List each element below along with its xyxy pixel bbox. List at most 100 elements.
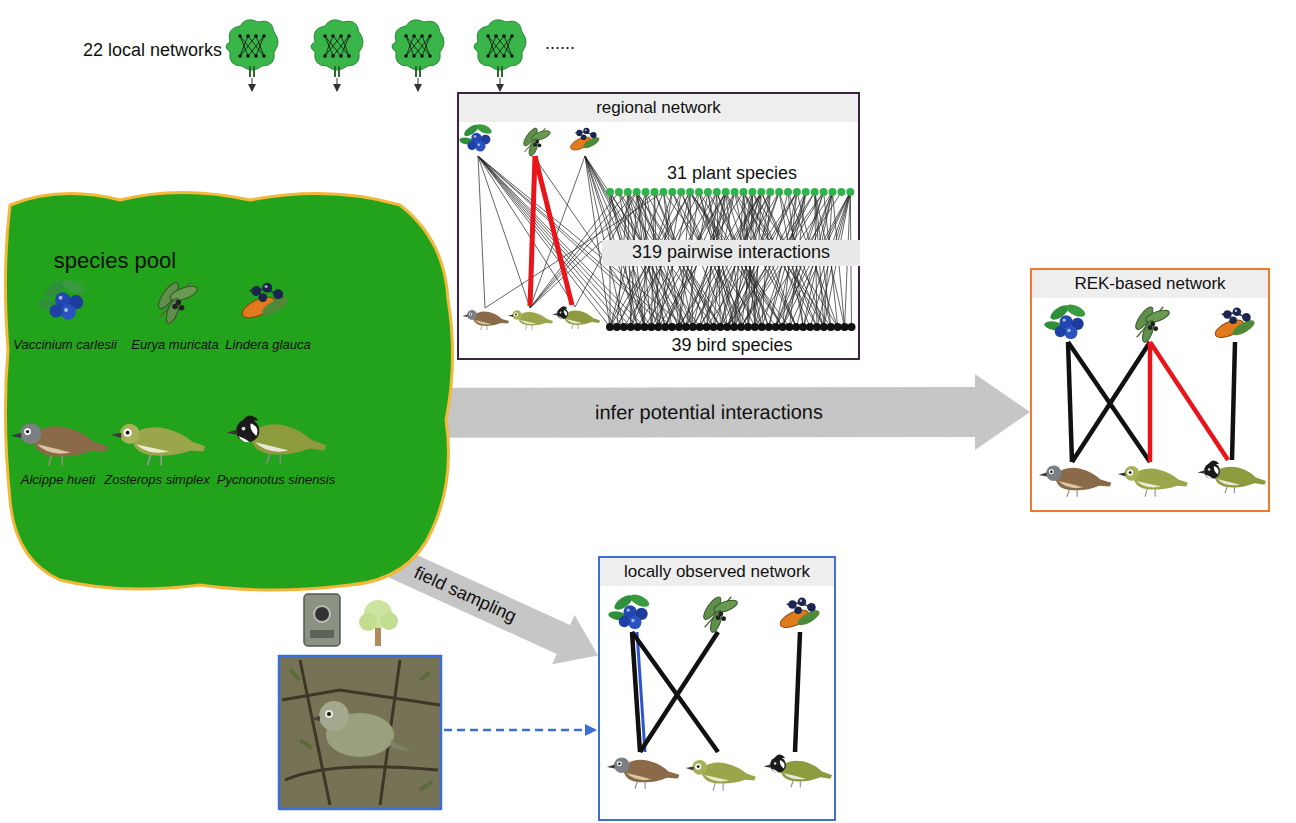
bird-dot: [647, 323, 655, 331]
plant-dot: [829, 188, 837, 196]
local-network-drawing: [607, 592, 832, 791]
bird-dot: [668, 323, 676, 331]
plant-dot: [713, 188, 721, 196]
bird-dot: [751, 323, 759, 331]
plant-dot: [633, 188, 641, 196]
bird-dot: [785, 323, 793, 331]
bird-dot: [703, 323, 711, 331]
feed-arrow: [337, 78, 338, 91]
box-text: 31 plant species: [667, 163, 797, 185]
bird-dot: [848, 323, 856, 331]
bird-dot: [654, 323, 662, 331]
species-name: Alcippe hueti: [21, 472, 95, 488]
regional-icons: [459, 122, 601, 330]
plant-dot: [642, 188, 650, 196]
lindera-icon: [1213, 307, 1257, 341]
bird-dot: [744, 323, 752, 331]
species-name: Lindera glauca: [225, 337, 310, 353]
highlight-links: [530, 156, 572, 306]
plant-dot: [615, 188, 623, 196]
feed-arrow: [418, 78, 419, 91]
highlight-link: [530, 156, 535, 306]
plant-dot: [686, 188, 694, 196]
link: [632, 632, 718, 752]
bird-dot: [627, 323, 635, 331]
link: [795, 632, 800, 752]
camera-photo: [279, 656, 441, 809]
plant-dot: [748, 188, 756, 196]
annotation: 22 local networks: [83, 40, 222, 62]
tree-icon: [359, 600, 398, 646]
zosterops-icon: [111, 424, 206, 465]
vaccinium-icon: [37, 277, 87, 320]
species-name: Eurya muricata: [131, 337, 218, 353]
pycnonotus-icon: [1198, 460, 1266, 493]
bird-dot: [641, 323, 649, 331]
plant-dot: [757, 188, 765, 196]
plant-dot: [740, 188, 748, 196]
box-title: locally observed network: [600, 558, 834, 586]
vaccinium-icon: [608, 592, 651, 629]
zosterops-icon: [1118, 466, 1188, 497]
plant-dot: [731, 188, 739, 196]
plant-dot: [802, 188, 810, 196]
species-name: Vaccinium carlesii: [13, 337, 117, 353]
highlight-link: [1150, 342, 1228, 460]
plant-dot: [704, 188, 712, 196]
local-network-icon: [474, 20, 526, 77]
interaction-line: [478, 156, 485, 308]
bird-dot: [634, 323, 642, 331]
plant-dot: [784, 188, 792, 196]
interaction-line: [478, 156, 610, 327]
bird-dot: [737, 323, 745, 331]
species-name: Zosterops simplex: [104, 472, 209, 488]
bird-dot: [813, 323, 821, 331]
eurya-icon: [1133, 305, 1171, 344]
bird-dot: [779, 323, 787, 331]
grey-arrow: [443, 374, 1030, 450]
dashed-arrow: [444, 729, 596, 732]
bird-dot: [723, 323, 731, 331]
highlight-link: [535, 156, 572, 305]
plant-dot: [775, 188, 783, 196]
link: [1072, 342, 1150, 462]
link: [1068, 342, 1072, 462]
bird-dot: [758, 323, 766, 331]
plant-dot: [624, 188, 632, 196]
species-name: Pycnonotus sinensis: [217, 472, 336, 488]
bird-dot: [696, 323, 704, 331]
bird-dot: [689, 323, 697, 331]
plant-dot: [766, 188, 774, 196]
bird-dot: [620, 323, 628, 331]
plant-dot: [695, 188, 703, 196]
species-pool-shape: [0, 185, 458, 597]
lindera-icon: [569, 128, 601, 153]
bird-dot: [841, 323, 849, 331]
eurya-icon: [701, 595, 739, 634]
feed-arrow: [252, 78, 253, 91]
pycnonotus-icon: [227, 415, 327, 463]
bird-dot: [606, 323, 614, 331]
box-text: 319 pairwise interactions: [602, 240, 860, 266]
interaction-line: [530, 156, 585, 308]
box-text: 39 bird species: [671, 335, 792, 357]
plant-dot: [668, 188, 676, 196]
eurya-icon: [155, 280, 199, 325]
bird-dot: [661, 323, 669, 331]
plant-dot: [659, 188, 667, 196]
local-network-box: locally observed network: [598, 556, 836, 821]
lindera-icon: [778, 597, 822, 631]
bird-dot: [730, 323, 738, 331]
plant-dot: [722, 188, 730, 196]
zosterops-icon: [508, 310, 553, 330]
plant-dot: [811, 188, 819, 196]
plant-dot: [677, 188, 685, 196]
highlight-link: [1148, 342, 1153, 462]
plant-dot: [651, 188, 659, 196]
species-pool-blob: species pool: [0, 185, 458, 597]
rek-network-drawing: [1039, 302, 1266, 497]
bird-dot: [834, 323, 842, 331]
box-title: regional network: [459, 94, 858, 122]
bird-dot: [820, 323, 828, 331]
pycnonotus-icon: [764, 754, 832, 787]
